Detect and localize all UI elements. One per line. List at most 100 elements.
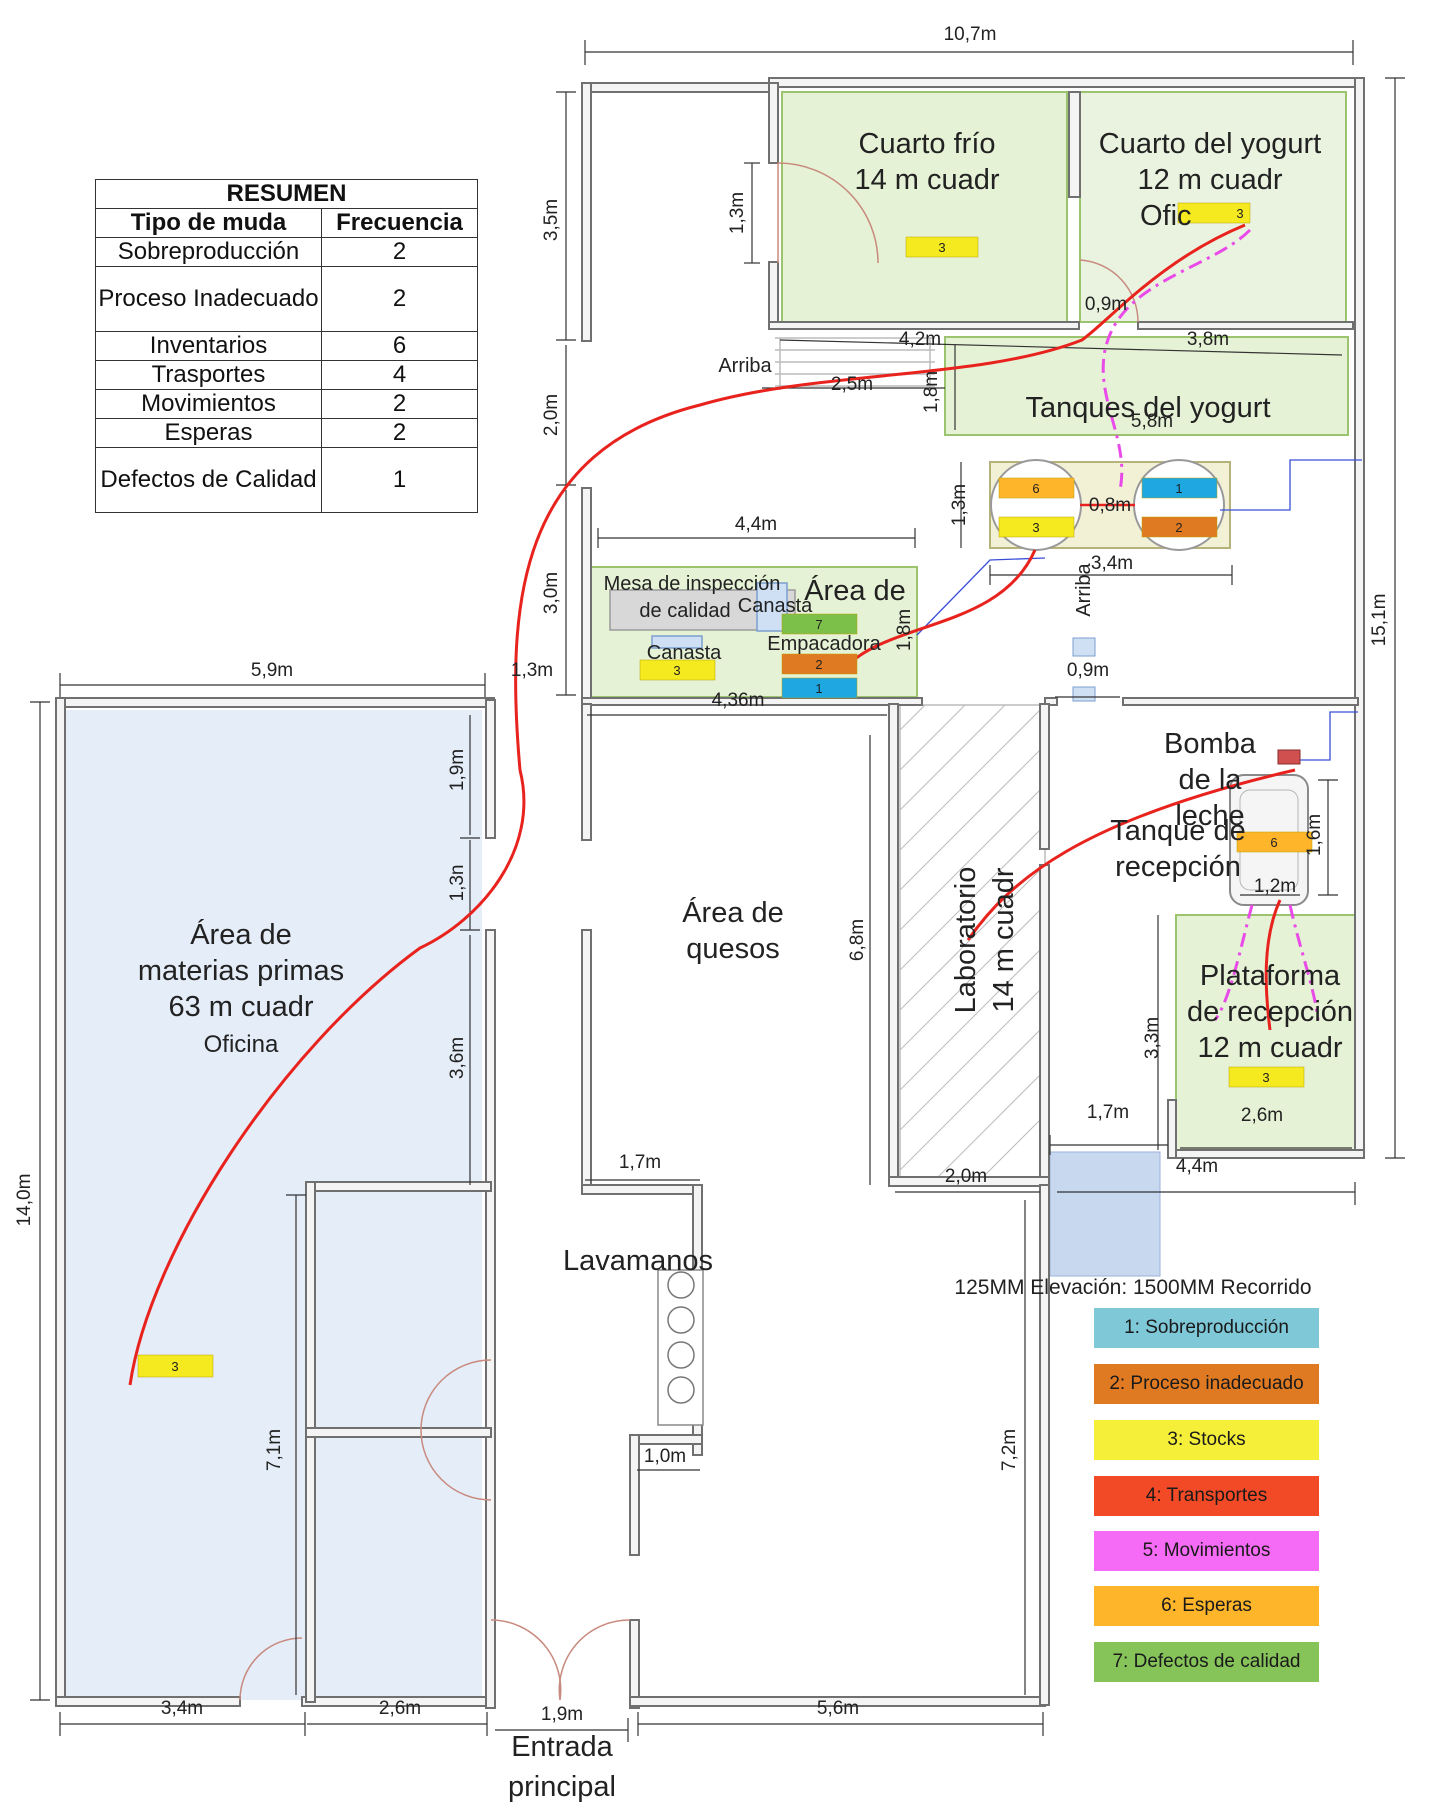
platform-line2: de recepción	[1187, 996, 1353, 1028]
row-freq: 2	[321, 389, 478, 419]
reception-tank-line2: recepción	[1115, 851, 1241, 883]
movement-path-platform	[1213, 904, 1320, 1021]
marker-box-basket3	[639, 659, 716, 681]
marker-platform3: 3	[1262, 1070, 1269, 1085]
pipe-lines	[916, 459, 1362, 761]
row-type: Inventarios	[95, 331, 322, 361]
elevation-note: 125MM Elevación: 1500MM Recorrido	[954, 1276, 1311, 1299]
legend-item-1: 1: Sobreproducción	[1094, 1308, 1319, 1348]
milk-pump-shape	[1277, 749, 1301, 765]
dim-5-8: 5,8m	[1131, 411, 1173, 432]
milk-pump-line1: Bomba	[1164, 728, 1257, 760]
summary-table: RESUMEN Tipo de muda Frecuencia Sobrepro…	[95, 179, 478, 513]
row-freq: 6	[321, 331, 478, 361]
row-type: Sobreproducción	[95, 237, 322, 267]
sink-basins	[667, 1271, 695, 1404]
dim-3-8: 3,8m	[1187, 329, 1229, 350]
raw-area-office: Oficina	[204, 1031, 279, 1058]
dim-0-8: 0,8m	[1089, 495, 1131, 516]
dim-2-0-lab: 2,0m	[945, 1166, 987, 1187]
lab-floor	[899, 704, 1046, 1186]
dim-2-6-bottom: 2,6m	[379, 1698, 421, 1719]
transport-path-raw-to-yogurt	[128, 223, 1246, 1386]
dim-3-5: 3,5m	[541, 199, 562, 241]
dim-2-5: 2,5m	[831, 374, 873, 395]
dim-5-6: 5,6m	[817, 1698, 859, 1719]
marker-labels: 3 3 6 3 1 2 7 2 1 3 6 3 3	[171, 206, 1277, 1374]
lab-area-label: 14 m cuadr	[988, 867, 1020, 1012]
raw-materials-floor	[64, 710, 482, 1700]
dim-3-0: 3,0m	[541, 572, 562, 614]
sinks-label: Lavamanos	[563, 1245, 713, 1277]
dimension-labels: 10,7m 3,5m 1,3m 4,2m 0,9m 3,8m 2,5m 1,8m…	[14, 24, 1390, 1725]
row-type: Proceso Inadecuado	[95, 266, 322, 332]
inspection-table-line2: de calidad	[639, 600, 730, 622]
stair-marker-small	[1072, 637, 1096, 657]
legend-item-2: 2: Proceso inadecuado	[1094, 1364, 1319, 1404]
dim-1-7-right: 1,7m	[1087, 1102, 1129, 1123]
row-type: Esperas	[95, 418, 322, 448]
marker-box-tank2	[1141, 516, 1218, 538]
dim-7-2: 7,2m	[999, 1429, 1020, 1471]
dim-0-9-top: 0,9m	[1085, 294, 1127, 315]
dim-1-7-left: 1,7m	[619, 1152, 661, 1173]
marker-tank2: 2	[1175, 520, 1182, 535]
waste-markers	[137, 202, 1313, 1378]
entrance-line1: Entrada	[511, 1731, 613, 1763]
row-freq: 2	[321, 266, 478, 332]
marker-pack7: 7	[815, 617, 822, 632]
row-freq: 2	[321, 237, 478, 267]
dim-5-9: 5,9m	[251, 660, 293, 681]
marker-box-platform3	[1228, 1066, 1305, 1088]
yogurt-tanks-label: Tanques del yogurt	[1025, 392, 1270, 424]
dim-3-3: 3,3m	[1142, 1017, 1163, 1059]
marker-cold: 3	[938, 240, 945, 255]
reception-tank-line1: Tanque de	[1110, 815, 1245, 847]
summary-header-type: Tipo de muda	[95, 208, 322, 238]
marker-box-tank1	[1141, 477, 1218, 499]
row-freq: 4	[321, 360, 478, 390]
room-labels: Cuarto frío 14 m cuadr Cuarto del yogurt…	[138, 128, 1353, 1803]
row-type: Movimientos	[95, 389, 322, 419]
dim-4-4-bottom: 4,4m	[1176, 1156, 1218, 1177]
marker-tank3: 3	[1032, 520, 1039, 535]
marker-box-yogurt	[1177, 202, 1251, 224]
stair-marker-small-2	[1072, 686, 1096, 702]
marker-raw3: 3	[171, 1359, 178, 1374]
stairs-up-label-1: Arriba	[718, 355, 772, 377]
cold-room-name: Cuarto frío	[859, 128, 996, 160]
dim-1-3-left: 1,3m	[511, 660, 553, 681]
lab-label: Laboratorio	[950, 867, 982, 1014]
stairs-up-label-2: Arriba	[1073, 562, 1095, 616]
dim-1-9: 1,9m	[447, 749, 468, 791]
marker-box-reception6	[1236, 831, 1313, 853]
dim-4-36: 4,36m	[712, 690, 765, 711]
dim-4-2: 4,2m	[899, 329, 941, 350]
entrance-line2: principal	[508, 1771, 616, 1803]
raw-area-line2: materias primas	[138, 955, 344, 987]
marker-box-raw3	[137, 1354, 214, 1378]
dim-1-8-mid: 1,8m	[894, 609, 915, 651]
dim-1-9-bottom: 1,9m	[541, 1704, 583, 1725]
basket-2-label: Canasta	[647, 642, 722, 664]
marker-box-pack7	[781, 613, 858, 635]
cheese-area-line1: Área de	[682, 896, 784, 929]
dim-3-4-top: 3,4m	[1091, 553, 1133, 574]
basket-1-label: Canasta	[738, 595, 813, 617]
marker-reception6: 6	[1270, 835, 1277, 850]
milk-pump-line3: leche	[1175, 800, 1244, 832]
transport-path-tank-to-lab	[966, 768, 1296, 941]
row-type: Trasportes	[95, 360, 322, 390]
dim-4-4-top: 4,4m	[735, 514, 777, 535]
marker-yogurt: 3	[1236, 206, 1243, 221]
cold-room-area: 14 m cuadr	[854, 164, 999, 196]
row-freq: 1	[321, 447, 478, 513]
lab-hatch	[899, 704, 1046, 1186]
legend-item-5: 5: Movimientos	[1094, 1531, 1319, 1571]
